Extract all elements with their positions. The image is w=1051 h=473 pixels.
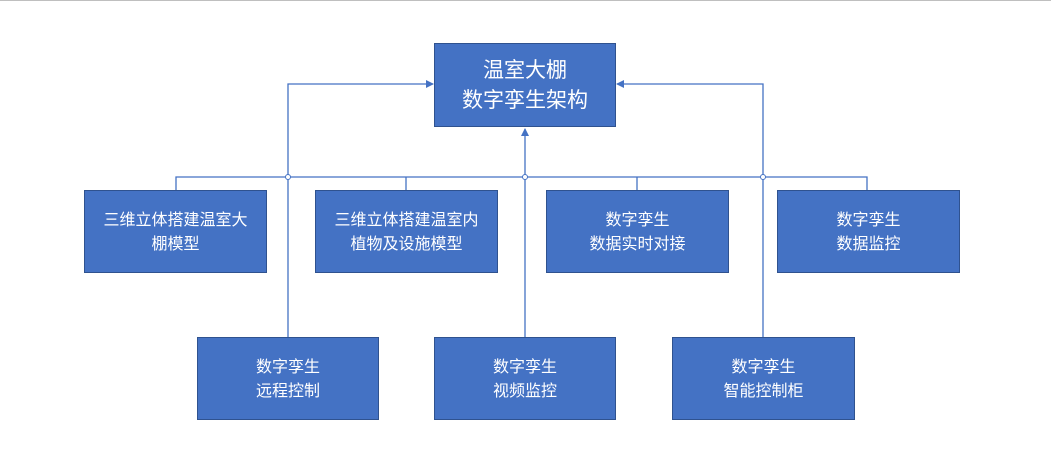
right-arrow-line: [616, 80, 764, 337]
crossing-hop-right: [760, 174, 766, 180]
root-box-line2: 数字孪生架构: [462, 88, 588, 112]
video-monitoring-box: 数字孪生 视频监控: [434, 337, 616, 420]
root-box-line1: 温室大棚: [483, 58, 567, 82]
crossing-hop-left: [285, 174, 291, 180]
data-monitoring-line1: 数字孪生: [836, 209, 901, 229]
remote-control-line1: 数字孪生: [255, 356, 320, 376]
video-monitoring-line1: 数字孪生: [492, 356, 557, 376]
remote-control-box: 数字孪生 远程控制: [197, 337, 379, 420]
row1-bus-line: [175, 176, 868, 190]
left-arrow-line: [287, 80, 434, 337]
realtime-data-line2: 数据实时对接: [589, 233, 686, 253]
root-box: 温室大棚 数字孪生架构: [434, 43, 616, 127]
control-cabinet-line2: 智能控制柜: [723, 380, 804, 400]
plant-facility-model-line2: 植物及设施模型: [350, 233, 463, 253]
realtime-data-line1: 数字孪生: [605, 209, 670, 229]
plant-facility-model-box: 三维立体搭建温室内 植物及设施模型: [315, 190, 498, 273]
data-monitoring-box: 数字孪生 数据监控: [777, 190, 960, 273]
top-border-line: [0, 0, 1051, 1]
plant-facility-model-line1: 三维立体搭建温室内: [334, 209, 479, 229]
crossing-hop-center: [522, 174, 528, 180]
remote-control-line2: 远程控制: [255, 380, 320, 400]
realtime-data-box: 数字孪生 数据实时对接: [546, 190, 729, 273]
greenhouse-model-box: 三维立体搭建温室大 棚模型: [84, 190, 267, 273]
data-monitoring-line2: 数据监控: [836, 233, 901, 253]
control-cabinet-box: 数字孪生 智能控制柜: [672, 337, 855, 420]
video-monitoring-line2: 视频监控: [492, 380, 557, 400]
control-cabinet-line1: 数字孪生: [731, 356, 796, 376]
greenhouse-model-line2: 棚模型: [151, 233, 200, 253]
greenhouse-model-line1: 三维立体搭建温室大: [103, 209, 248, 229]
